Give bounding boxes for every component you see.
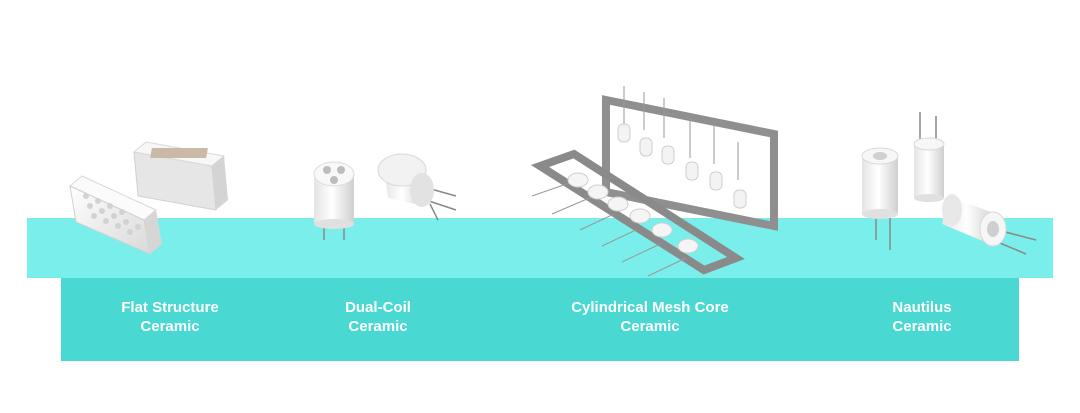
product-name-line1: Dual-Coil xyxy=(345,299,411,316)
product-label-dual-coil: Dual-Coil Ceramic xyxy=(268,298,488,336)
product-name-line1: Flat Structure xyxy=(121,299,219,316)
display-platform-front xyxy=(61,278,1019,361)
cylindrical-mesh-core-ceramic-image xyxy=(530,86,778,277)
product-name-line2: Ceramic xyxy=(892,318,952,335)
product-label-nautilus: Nautilus Ceramic xyxy=(812,298,1032,336)
product-name-line2: Ceramic xyxy=(620,318,680,335)
product-name-line2: Ceramic xyxy=(140,318,200,335)
product-name-line2: Ceramic xyxy=(348,318,408,335)
product-name-line1: Nautilus xyxy=(892,299,952,316)
product-name-line1: Cylindrical Mesh Core xyxy=(571,299,729,316)
display-platform-top xyxy=(27,218,1053,278)
flat-structure-ceramic-image xyxy=(69,141,228,255)
product-label-flat-structure: Flat Structure Ceramic xyxy=(60,298,280,336)
nautilus-ceramic-image xyxy=(861,112,1037,255)
product-label-cylindrical-mesh-core: Cylindrical Mesh Core Ceramic xyxy=(540,298,760,336)
dual-coil-ceramic-image xyxy=(313,153,457,240)
